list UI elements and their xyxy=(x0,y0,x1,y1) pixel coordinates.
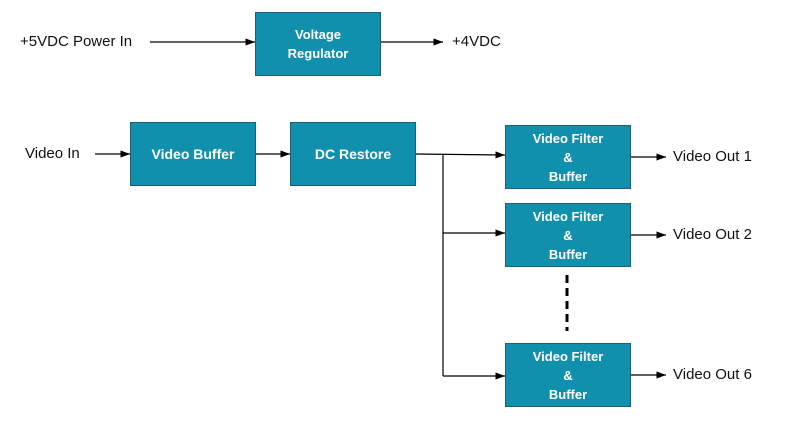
block-line: & xyxy=(563,367,573,383)
block-line: DC Restore xyxy=(314,145,392,162)
block-line: Video Filter xyxy=(532,208,604,224)
video-filter-block-6: Video Filter & Buffer xyxy=(505,343,631,407)
voltage-regulator-block: Voltage Regulator xyxy=(255,12,381,76)
power-out-label: +4VDC xyxy=(452,33,501,50)
block-line: Regulator xyxy=(287,46,349,61)
block-line: Video Filter xyxy=(532,348,604,364)
dc-restore-block: DC Restore xyxy=(290,122,416,186)
block-line: Voltage xyxy=(295,27,341,42)
video-out-6-label: Video Out 6 xyxy=(673,366,752,383)
block-line: & xyxy=(563,227,573,243)
video-buffer-block: Video Buffer xyxy=(130,122,256,186)
power-in-label: +5VDC Power In xyxy=(20,33,133,50)
block-line: Buffer xyxy=(548,168,588,184)
video-out-2-label: Video Out 2 xyxy=(673,226,752,243)
block-line: Buffer xyxy=(548,246,588,262)
block-line: & xyxy=(563,149,573,165)
video-in-label: Video In xyxy=(25,145,80,162)
arrow-restore-filter1 xyxy=(414,151,506,159)
block-line: Buffer xyxy=(548,386,588,402)
video-filter-block-1: Video Filter & Buffer xyxy=(505,125,631,189)
block-line: Video Buffer xyxy=(151,145,235,162)
video-filter-block-2: Video Filter & Buffer xyxy=(505,203,631,267)
block-line: Video Filter xyxy=(532,130,604,146)
video-out-1-label: Video Out 1 xyxy=(673,148,752,165)
